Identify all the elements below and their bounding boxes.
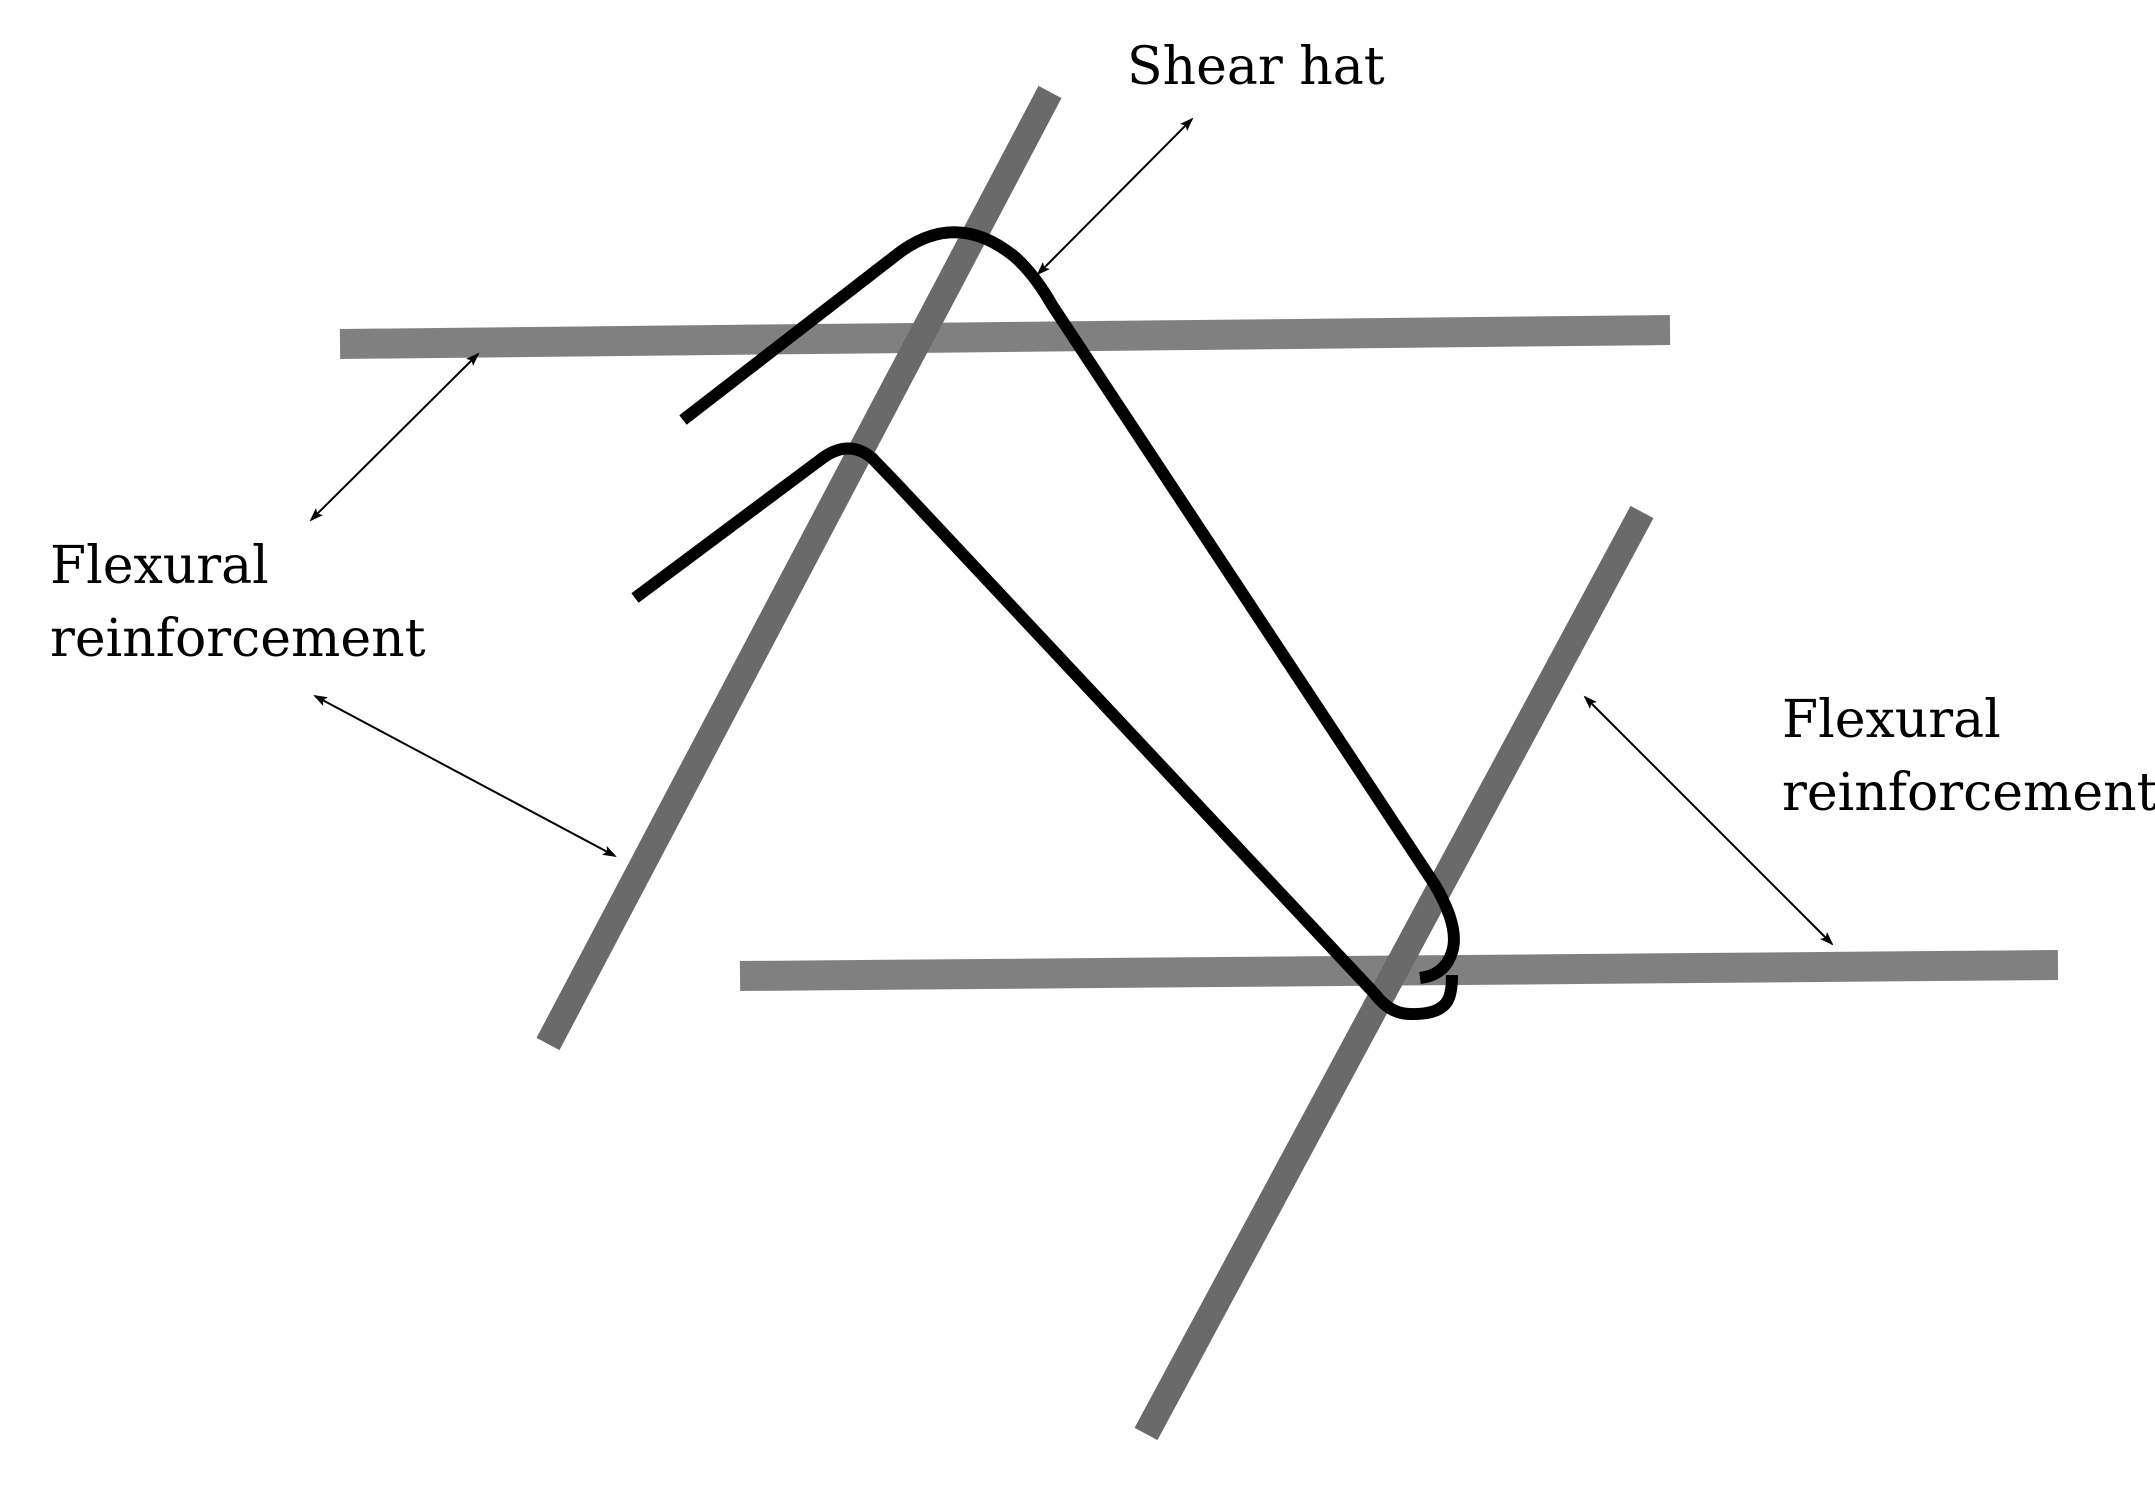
flexural-right-label-line2: reinforcement: [1782, 763, 2155, 823]
flexural-left-lower-arrow: [313, 695, 617, 857]
shear-hat-lower-leg: [631, 442, 1458, 1021]
labels: Shear hat Flexural reinforcement Flexura…: [50, 37, 2155, 823]
leader-arrows: [309, 117, 1834, 946]
shear-hat-upper-leg: [679, 226, 1460, 984]
shear-hat-leader-arrow: [1036, 117, 1194, 276]
shear-hat-group: [631, 226, 1460, 1021]
flexural-left-label-line2: reinforcement: [50, 609, 426, 669]
flexural-right-label-line1: Flexural: [1782, 690, 2001, 750]
bar-group: [339, 85, 2059, 1441]
shear-hat-label: Shear hat: [1127, 37, 1385, 97]
left-diagonal-bar: [536, 85, 1062, 1051]
flexural-left-upper-arrow: [309, 352, 480, 522]
flexural-left-label-line1: Flexural: [50, 536, 269, 596]
right-diagonal-bar: [1134, 505, 1654, 1441]
top-horizontal-bar: [339, 315, 1671, 359]
flexural-right-arrow: [1583, 695, 1834, 946]
